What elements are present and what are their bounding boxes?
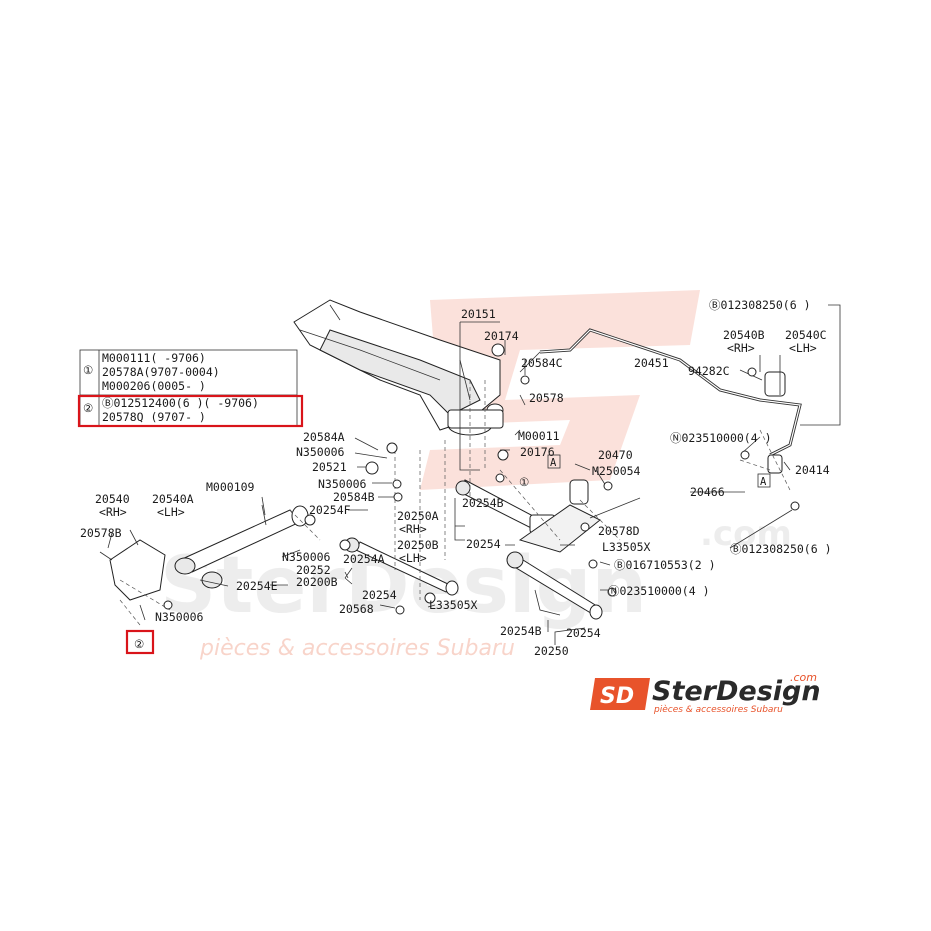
ref-box-A2 <box>757 473 771 488</box>
label-N350006-d: N350006 <box>282 550 331 564</box>
callout-2: ② <box>125 629 155 655</box>
label-20584C: 20584C <box>521 356 563 370</box>
label-N350006-a: N350006 <box>296 445 345 459</box>
label-rh-1: <RH> <box>99 505 127 519</box>
watermark: SterDesign .com pièces & accessoires Sub… <box>160 290 792 661</box>
label-M000109: M000109 <box>206 480 255 494</box>
label-20540B: 20540B <box>723 328 765 342</box>
label-L33505X-1: L33505X <box>429 598 478 612</box>
label-20254-c: 20254 <box>566 626 601 640</box>
label-20540A: 20540A <box>152 492 194 506</box>
label-20250A: 20250A <box>397 509 439 523</box>
legend-row2-line2: 20578Q (9707- ) <box>102 410 206 424</box>
label-20254B-1: 20254B <box>462 496 504 510</box>
label-20250B: 20250B <box>397 538 439 552</box>
label-20254A: 20254A <box>343 552 385 566</box>
label-N023510000-a: Ⓝ023510000(4 ) <box>670 431 772 445</box>
label-20521: 20521 <box>312 460 347 474</box>
label-20578D: 20578D <box>598 524 640 538</box>
label-A-1: A <box>550 457 557 469</box>
brand-logo-icon: SD <box>590 678 650 710</box>
stabilizer-bar <box>519 328 802 457</box>
label-20250: 20250 <box>534 644 569 658</box>
brand-domain: .com <box>790 671 817 684</box>
watermark-domain: .com <box>700 514 792 554</box>
label-20254-a: 20254 <box>466 537 501 551</box>
label-20451: 20451 <box>634 356 669 370</box>
label-B016710553: Ⓑ016710553(2 ) <box>614 558 716 572</box>
label-20568: 20568 <box>339 602 374 616</box>
ref-box-A1 <box>547 454 561 469</box>
label-20254F: 20254F <box>309 503 351 517</box>
label-L33505X-2: L33505X <box>602 540 651 554</box>
label-N023510000-b: Ⓝ023510000(4 ) <box>608 584 710 598</box>
label-94282C: 94282C <box>688 364 730 378</box>
label-20254B-2: 20254B <box>500 624 542 638</box>
label-lh-3: <LH> <box>789 341 817 355</box>
label-20414: 20414 <box>795 463 830 477</box>
label-20176: 20176 <box>520 445 555 459</box>
label-A-2: A <box>760 476 767 488</box>
label-20578: 20578 <box>529 391 564 405</box>
label-20470: 20470 <box>598 448 633 462</box>
label-20200B: 20200B <box>296 575 338 589</box>
label-M00011: M00011 <box>518 429 560 443</box>
label-M250054: M250054 <box>592 464 641 478</box>
part-labels: 20151 20174 20584C 20578 M00011 20176 ① … <box>80 298 832 658</box>
watermark-tagline: pièces & accessoires Subaru <box>199 636 515 661</box>
label-N350006-c: N350006 <box>155 610 204 624</box>
label-lh-1: <LH> <box>157 505 185 519</box>
label-20151: 20151 <box>461 307 496 321</box>
legend-row1-line2: 20578A(9707-0004) <box>102 365 220 379</box>
label-20466: 20466 <box>690 485 725 499</box>
assembly-guides <box>119 380 791 626</box>
label-20584A: 20584A <box>303 430 345 444</box>
brand-tagline: pièces & accessoires Subaru <box>653 704 783 715</box>
label-20254-b: 20254 <box>362 588 397 602</box>
label-circle-1: ① <box>519 475 529 489</box>
watermark-logo-shape <box>420 290 700 490</box>
watermark-name: SterDesign <box>160 541 647 631</box>
label-20254E: 20254E <box>236 579 278 593</box>
legend-row2-num: ② <box>83 401 93 415</box>
brand-logo-mark: SD <box>600 684 634 709</box>
label-20578B: 20578B <box>80 526 122 540</box>
label-20174: 20174 <box>484 329 519 343</box>
label-20540: 20540 <box>95 492 130 506</box>
legend-row1-num: ① <box>83 363 93 377</box>
legend-row1-line3: M000206(0005- ) <box>102 379 206 393</box>
label-rh-2: <RH> <box>399 522 427 536</box>
label-lh-2: <LH> <box>399 551 427 565</box>
label-20540C: 20540C <box>785 328 827 342</box>
label-20584B: 20584B <box>333 490 375 504</box>
callout-2-highlight <box>125 629 155 655</box>
hardware <box>99 343 800 621</box>
legend-table: ① M000111( -9706) 20578A(9707-0004) M000… <box>77 349 304 428</box>
brand-logo[interactable]: SD SterDesign .com pièces & accessoires … <box>590 671 821 715</box>
brand-name: SterDesign <box>652 676 821 707</box>
legend-row2-line1: Ⓑ012512400(6 )( -9706) <box>102 396 259 410</box>
label-B012308250-b: Ⓑ012308250(6 ) <box>730 542 832 556</box>
label-N350006-b: N350006 <box>318 477 367 491</box>
crossmember <box>293 299 504 436</box>
label-rh-3: <RH> <box>727 341 755 355</box>
label-B012308250: Ⓑ012308250(6 ) <box>709 298 811 312</box>
legend-row2-highlight <box>77 394 304 428</box>
legend-row1-line1: M000111( -9706) <box>102 351 206 365</box>
label-20252: 20252 <box>296 563 331 577</box>
suspension-links <box>109 371 786 620</box>
callout-2-label: ② <box>134 637 144 651</box>
